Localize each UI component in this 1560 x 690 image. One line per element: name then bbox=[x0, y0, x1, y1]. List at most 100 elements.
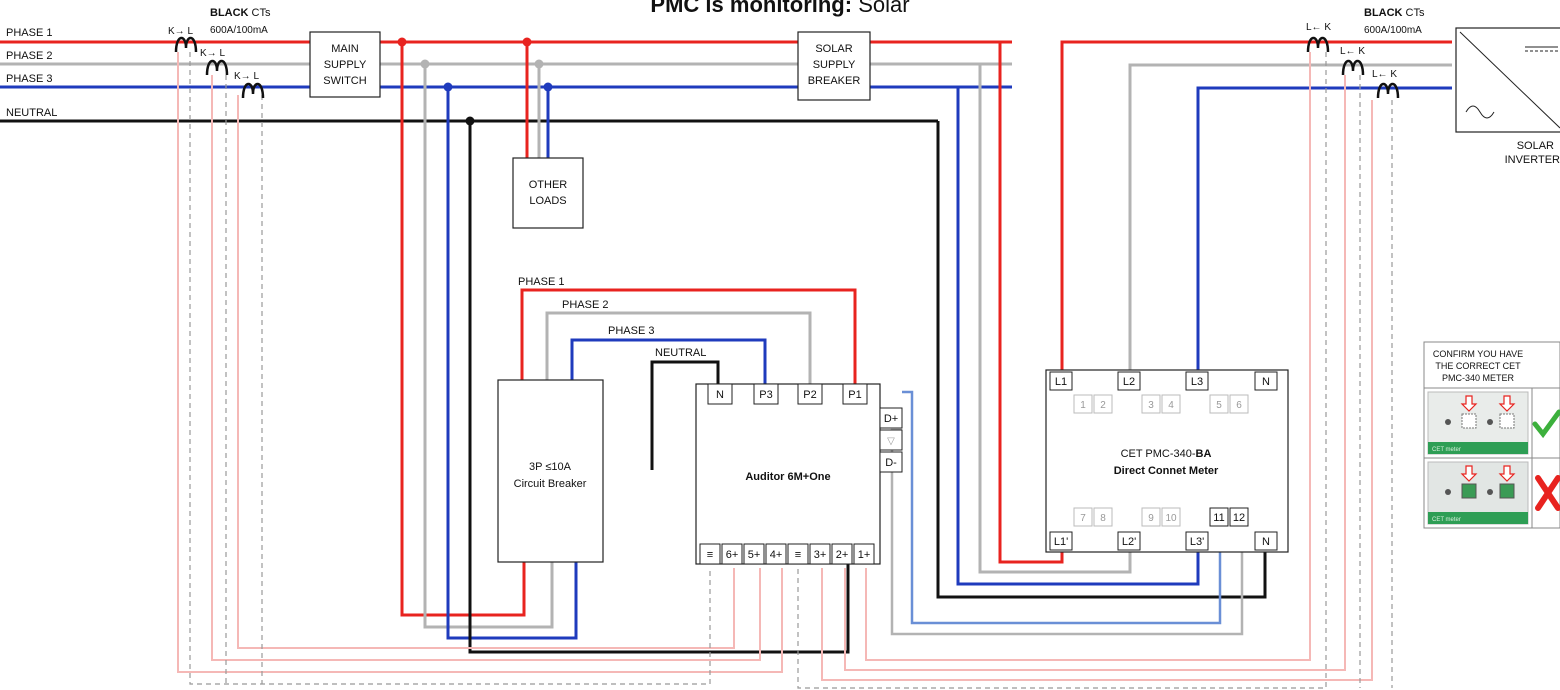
terminal-label: ≡ bbox=[707, 549, 713, 561]
meter-out-phase3 bbox=[956, 87, 1200, 586]
ref-phase1 bbox=[520, 288, 857, 384]
terminal-label: P2 bbox=[803, 389, 816, 401]
auditor-side-terminal bbox=[879, 407, 903, 429]
svg-text:CET PMC-340-BA: CET PMC-340-BA bbox=[1121, 448, 1212, 460]
breaker-feed-phase3 bbox=[446, 87, 578, 640]
junction-dot bbox=[420, 59, 430, 69]
meter-photo-label-strip bbox=[1428, 442, 1528, 454]
meter-photo-terminal bbox=[1461, 413, 1477, 429]
junction-dot bbox=[443, 82, 453, 92]
ct-wire-right3 bbox=[821, 100, 1373, 681]
ref-neutral bbox=[650, 360, 720, 470]
junction-dot bbox=[397, 37, 407, 47]
meter-terminal bbox=[1117, 371, 1141, 391]
meter-aux-terminal bbox=[1209, 394, 1229, 414]
breaker-feed-phase1 bbox=[400, 42, 526, 617]
meter-photo-knob bbox=[1445, 419, 1451, 425]
auditor-bottom-terminal bbox=[765, 543, 787, 565]
terminal-label: L2 bbox=[1123, 376, 1135, 388]
terminal-label: 1 bbox=[1080, 400, 1086, 411]
inverter-diagonal bbox=[1459, 31, 1560, 129]
ref-phase2-label: PHASE 2 bbox=[562, 299, 608, 311]
loads-line: OTHER bbox=[529, 179, 568, 191]
meter-out-phase1 bbox=[998, 42, 1064, 564]
breaker-name: Circuit Breaker bbox=[514, 478, 587, 490]
junction-dot bbox=[522, 37, 532, 47]
arrow-down-icon bbox=[1460, 395, 1478, 412]
confirm-line: THE CORRECT CET bbox=[1435, 361, 1521, 371]
ct-coil-icon bbox=[205, 59, 229, 76]
ref-phase2 bbox=[545, 311, 812, 384]
auditor-neutral-feed bbox=[468, 121, 850, 654]
terminal-label: 6+ bbox=[726, 549, 739, 561]
arrow-down-icon bbox=[1460, 465, 1478, 482]
auditor-terminal bbox=[707, 383, 733, 405]
terminal-label: N bbox=[716, 389, 724, 401]
ct-coil-icon bbox=[1306, 36, 1330, 53]
phase3-label: PHASE 3 bbox=[6, 73, 52, 85]
ref-neutral-label: NEUTRAL bbox=[655, 347, 706, 359]
ct-title: BLACK bbox=[1364, 7, 1403, 19]
terminal-label: ≡ bbox=[795, 549, 801, 561]
ct-title: BLACK bbox=[210, 7, 249, 19]
terminal-label: ▽ bbox=[887, 436, 895, 447]
terminal-label: 3 bbox=[1148, 400, 1154, 411]
neutral-label: NEUTRAL bbox=[6, 107, 57, 119]
terminal-label: N bbox=[1262, 376, 1270, 388]
incorrect-meter-photo: CET meter bbox=[1427, 461, 1529, 525]
terminal-label: N bbox=[1262, 536, 1270, 548]
ct-title-rest: CTs bbox=[1403, 7, 1426, 19]
ct-wire-left2 bbox=[211, 75, 761, 661]
terminal-label: 3+ bbox=[814, 549, 827, 561]
ct-orient-label: L← K bbox=[1306, 22, 1331, 33]
meter-out-phase2 bbox=[978, 64, 1132, 574]
ct-orient-label: L← K bbox=[1340, 46, 1365, 57]
ct-orient-label: K→ L bbox=[168, 26, 193, 37]
ct-wire-right1 bbox=[865, 52, 1311, 661]
ct-return-left bbox=[189, 52, 711, 685]
meter-aux-terminal bbox=[1073, 394, 1093, 414]
breaker-rating: 3P ≤10A bbox=[529, 461, 572, 473]
meter-aux-terminal bbox=[1093, 394, 1113, 414]
auditor-bottom-terminal bbox=[743, 543, 765, 565]
ct-orient-label: L← K bbox=[1372, 69, 1397, 80]
meter-name: CET PMC-340- bbox=[1121, 448, 1196, 460]
ct-title-rest: CTs bbox=[249, 7, 272, 19]
terminal-label: L3 bbox=[1191, 376, 1203, 388]
meter-photo-knob bbox=[1445, 489, 1451, 495]
meter-name-variant: BA bbox=[1196, 448, 1212, 460]
ct-wire-right2 bbox=[844, 75, 1346, 671]
ct-return-right bbox=[797, 52, 1327, 689]
meter-aux-terminal bbox=[1141, 507, 1161, 527]
ac-symbol-icon bbox=[1465, 105, 1495, 119]
ct-wire-left1 bbox=[177, 52, 783, 673]
ct-wire-left3 bbox=[237, 95, 735, 649]
terminal-label: 2 bbox=[1100, 400, 1106, 411]
switch-line: MAIN bbox=[331, 43, 359, 55]
ct-coil-icon bbox=[1341, 59, 1365, 76]
ct-orient-label: K→ L bbox=[234, 71, 259, 82]
switch-line: SUPPLY bbox=[324, 59, 367, 71]
terminal-label: 9 bbox=[1148, 513, 1154, 524]
auditor-terminal bbox=[797, 383, 823, 405]
solar-supply-breaker bbox=[797, 31, 871, 101]
meter-terminal bbox=[1049, 531, 1073, 551]
ref-phase3 bbox=[570, 338, 767, 384]
terminal-label: L1 bbox=[1055, 376, 1067, 388]
meter-comm-terminal bbox=[1229, 507, 1249, 527]
meter-aux-terminal bbox=[1141, 394, 1161, 414]
arrow-down-icon bbox=[1498, 395, 1516, 412]
auditor-device bbox=[695, 383, 881, 565]
breaker-feed-phase2 bbox=[423, 64, 554, 629]
terminal-label: 4+ bbox=[770, 549, 783, 561]
auditor-terminal bbox=[842, 383, 868, 405]
ct-rating: 600A/100mA bbox=[1364, 25, 1422, 36]
meter-terminal bbox=[1254, 531, 1278, 551]
auditor-name: Auditor 6M+One bbox=[745, 471, 830, 483]
inverter-phase2 bbox=[1128, 63, 1452, 372]
meter-photo-terminal bbox=[1499, 483, 1515, 499]
meter-terminal bbox=[1117, 531, 1141, 551]
terminal-label: 5+ bbox=[748, 549, 761, 561]
auditor-bottom-terminal bbox=[699, 543, 721, 565]
